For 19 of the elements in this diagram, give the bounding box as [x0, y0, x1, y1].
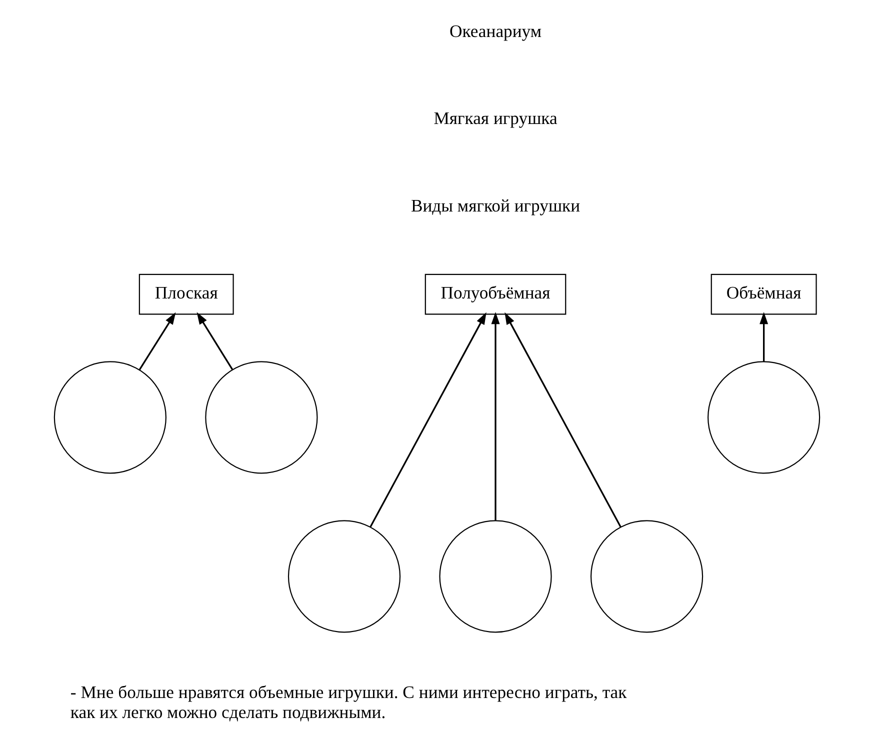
- node-box: Объёмная: [710, 274, 817, 315]
- node-circle: [288, 520, 401, 633]
- label: Океанариум: [449, 20, 542, 41]
- node-circle: [439, 520, 552, 633]
- node-circle: [590, 520, 704, 633]
- node-box: Плоская: [138, 274, 234, 315]
- node-box: Полуобъёмная: [424, 274, 566, 315]
- node-circle: [54, 361, 166, 474]
- arrow: [138, 312, 176, 370]
- node-circle: [205, 361, 318, 474]
- arrow: [760, 312, 768, 362]
- arrow: [370, 312, 486, 528]
- arrow: [196, 312, 234, 370]
- node-circle: [708, 361, 820, 474]
- label: - Мне больше нравятся объемные игрушки. С ними интересно играть, так как их легко можно сделать подвижными.: [70, 682, 627, 722]
- arrow: [491, 312, 500, 520]
- label: Виды мягкой игрушки: [410, 195, 580, 216]
- arrow: [504, 312, 622, 528]
- label: Мягкая игрушка: [434, 108, 558, 128]
